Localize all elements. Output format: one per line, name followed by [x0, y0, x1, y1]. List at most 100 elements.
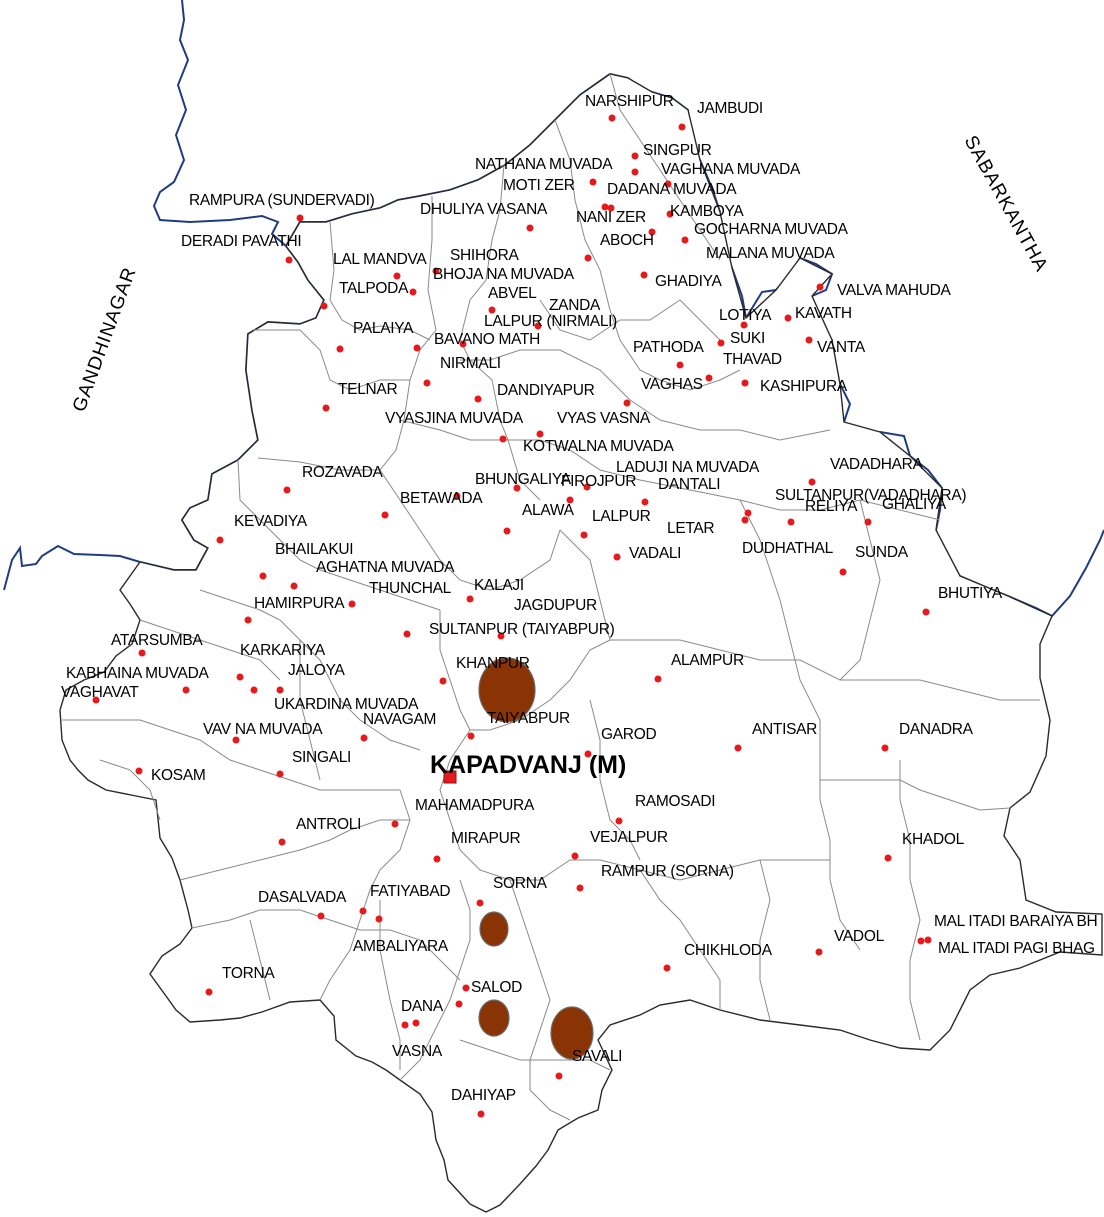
village-label-ukardina-muvada: UKARDINA MUVADA: [274, 696, 419, 713]
village-marker: [439, 677, 447, 685]
village-marker: [360, 734, 368, 742]
village-marker: [663, 964, 671, 972]
village-label-antroli: ANTROLI: [296, 816, 361, 833]
village-marker: [917, 937, 925, 945]
village-marker: [613, 553, 621, 561]
village-marker: [884, 854, 892, 862]
village-label-vasna: VASNA: [392, 1043, 443, 1060]
village-marker: [412, 1019, 420, 1027]
bubble-salod: [478, 999, 510, 1037]
village-label-letar: LETAR: [667, 520, 714, 537]
village-marker: [666, 210, 674, 218]
village-label-kosam: KOSAM: [151, 767, 205, 784]
village-label-vaghana-muvada: VAGHANA MUVADA: [661, 161, 801, 178]
village-marker: [348, 600, 356, 608]
village-label-malana-muvada: MALANA MUVADA: [706, 245, 835, 262]
village-marker: [250, 686, 258, 694]
village-markers: [92, 114, 932, 1118]
village-marker: [583, 483, 591, 491]
village-label-dudhathal: DUDHATHAL: [742, 540, 834, 557]
village-label-navagam: NAVAGAM: [363, 711, 436, 728]
village-marker: [608, 114, 616, 122]
village-label-narshipur: NARSHIPUR: [585, 93, 674, 110]
village-label-atarsumba: ATARSUMBA: [111, 632, 203, 649]
village-marker: [92, 696, 100, 704]
village-label-mirapur: MIRAPUR: [451, 830, 520, 847]
village-label-lalpur: LALPUR: [592, 508, 651, 525]
village-marker: [513, 484, 521, 492]
village-labels: NARSHIPUR JAMBUDI SINGPUR NATHANA MUVADA…: [61, 93, 1098, 1104]
village-label-garod: GAROD: [601, 726, 656, 743]
village-label-rozavada: ROZAVADA: [302, 464, 384, 481]
population-bubbles: [478, 657, 594, 1060]
village-label-sultanpur-taiyabpur: SULTANPUR (TAIYABPUR): [429, 621, 615, 638]
village-label-ambaliyara: AMBALIYARA: [353, 938, 449, 955]
village-marker: [664, 180, 672, 188]
village-label-lotiya: LOTIYA: [719, 307, 772, 324]
village-marker: [676, 361, 684, 369]
village-marker: [459, 340, 467, 348]
village-marker: [536, 430, 544, 438]
village-marker: [375, 915, 383, 923]
village-marker: [576, 884, 584, 892]
village-label-mal-itadi-baraiya: MAL ITADI BARAIYA BH: [934, 913, 1097, 930]
village-label-dadana-muvada: DADANA MUVADA: [607, 181, 737, 198]
village-marker: [678, 123, 686, 131]
village-label-aghatna-muvada: AGHATNA MUVADA: [316, 559, 455, 576]
village-marker: [784, 314, 792, 322]
village-marker: [631, 152, 639, 160]
village-marker: [381, 511, 389, 519]
village-label-jagdupur: JAGDUPUR: [514, 597, 597, 614]
village-label-vadadhara: VADADHARA: [830, 456, 924, 473]
village-label-rampura-sundervadi: RAMPURA (SUNDERVADI): [189, 192, 375, 209]
village-label-dantali: DANTALI: [658, 476, 720, 493]
village-label-gocharna-muvada: GOCHARNA MUVADA: [694, 221, 849, 238]
village-marker: [641, 498, 649, 506]
village-label-jambudi: JAMBUDI: [697, 100, 763, 117]
village-marker: [744, 509, 752, 517]
village-marker: [244, 616, 252, 624]
village-label-pathoda: PATHODA: [633, 339, 704, 356]
village-label-torna: TORNA: [222, 965, 275, 982]
village-label-kabhaina-muvada: KABHAINA MUVADA: [66, 665, 209, 682]
village-label-alawa: ALAWA: [522, 502, 575, 519]
village-marker: [476, 899, 484, 907]
village-label-vaghas: VAGHAS: [641, 376, 703, 393]
village-label-suki: SUKI: [730, 330, 765, 347]
village-marker: [423, 379, 431, 387]
village-marker: [276, 686, 284, 694]
village-marker: [403, 630, 411, 638]
village-marker: [232, 736, 240, 744]
village-label-moti-zer: MOTI ZER: [503, 177, 575, 194]
village-marker: [787, 518, 795, 526]
village-marker: [474, 395, 482, 403]
village-marker: [322, 404, 330, 412]
village-label-shihora: SHIHORA: [450, 247, 519, 264]
village-marker: [413, 344, 421, 352]
village-marker: [317, 912, 325, 920]
village-label-nirmali: NIRMALI: [440, 355, 501, 372]
village-marker: [648, 228, 656, 236]
village-label-dhuliya-vasana: DHULIYA VASANA: [420, 201, 548, 218]
village-marker: [477, 1110, 485, 1118]
village-marker: [584, 750, 592, 758]
village-label-laduji-na-muvada: LADUJI NA MUVADA: [616, 459, 760, 476]
village-marker: [359, 907, 367, 915]
village-label-rampur-sorna: RAMPUR (SORNA): [601, 863, 734, 880]
village-label-vyas-vasna: VYAS VASNA: [557, 410, 651, 427]
village-label-kashipura: KASHIPURA: [760, 378, 848, 395]
village-label-kotwalna-muvada: KOTWALNA MUVADA: [523, 438, 674, 455]
village-marker: [278, 838, 286, 846]
village-marker: [466, 595, 474, 603]
village-label-talpoda: TALPODA: [339, 280, 409, 297]
district-label-gandhinagar: GANDHINAGAR: [69, 264, 141, 414]
village-marker: [401, 1021, 409, 1029]
village-label-singpur: SINGPUR: [643, 142, 712, 159]
village-label-reliya: RELIYA: [805, 498, 858, 515]
village-marker: [741, 516, 749, 524]
village-marker: [488, 306, 496, 314]
village-marker: [881, 744, 889, 752]
village-marker: [503, 527, 511, 535]
village-marker: [566, 496, 574, 504]
